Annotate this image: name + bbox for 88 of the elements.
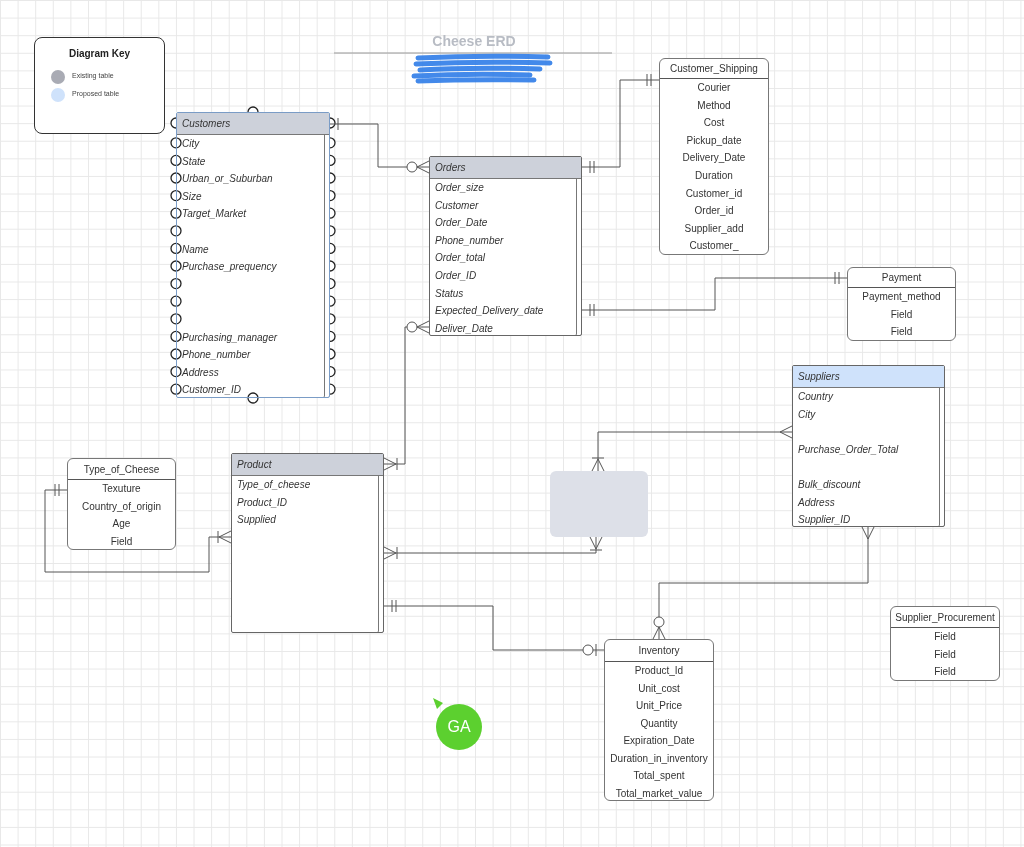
field-name: Field bbox=[109, 534, 134, 549]
field-name: Supplier_ID bbox=[797, 513, 852, 528]
field-name: Total_spent bbox=[632, 769, 686, 783]
table-name: Suppliers bbox=[793, 366, 944, 388]
field-name: Purchasing_manager bbox=[181, 330, 279, 345]
field-name: Product_ID bbox=[236, 495, 289, 510]
field-name: Age bbox=[111, 517, 132, 532]
field-name: Order_ID bbox=[434, 269, 478, 283]
field-name: Status bbox=[434, 286, 465, 301]
relationship-line bbox=[44, 483, 232, 573]
field-name: Order_size bbox=[434, 181, 485, 195]
table-name: Product bbox=[232, 454, 383, 476]
entity-table bbox=[231, 453, 384, 633]
relationship-line bbox=[581, 271, 848, 317]
field-name: Expected_Delivery_date bbox=[434, 304, 545, 319]
field-name: Purchase_prequency bbox=[181, 260, 278, 275]
relationship-line bbox=[383, 320, 430, 471]
relationship-line bbox=[581, 73, 660, 174]
field-name: Order_id bbox=[693, 204, 735, 219]
field-name: City bbox=[181, 137, 201, 151]
field-name: Product_Id bbox=[633, 664, 685, 678]
entity-table bbox=[659, 58, 769, 255]
field-name: Customer_ bbox=[688, 239, 740, 254]
field-name: Order_Date bbox=[434, 216, 489, 231]
field-name: Supplier_add bbox=[683, 221, 745, 236]
field-name: Field bbox=[933, 630, 957, 644]
field-name: Cost bbox=[702, 116, 726, 131]
entity-table bbox=[890, 606, 1000, 681]
field-name: Country_of_origin bbox=[81, 499, 162, 514]
field-name: Phone_number bbox=[181, 348, 252, 363]
field-name: Bulk_discount bbox=[797, 478, 862, 492]
table-name: Type_of_Cheese bbox=[68, 459, 175, 480]
field-name: Delivery_Date bbox=[681, 151, 747, 166]
key-title: Diagram Key bbox=[67, 48, 132, 59]
field-name: Phone_number bbox=[434, 233, 505, 248]
entity-table bbox=[847, 267, 956, 341]
field-name: Method bbox=[696, 98, 732, 113]
field-name: Duration_in_inventory bbox=[609, 751, 709, 766]
field-name: Field bbox=[933, 647, 957, 662]
field-name: Pickup_date bbox=[685, 133, 743, 148]
entity-table bbox=[67, 458, 176, 550]
entity-table bbox=[429, 156, 582, 336]
field-name: Size bbox=[181, 189, 203, 204]
relationship-line bbox=[652, 526, 875, 640]
table-name: Inventory bbox=[605, 640, 713, 662]
relationship-line bbox=[329, 117, 430, 174]
field-name: Courier bbox=[696, 81, 732, 95]
field-name: Duration bbox=[694, 169, 734, 183]
field-name: City bbox=[797, 407, 817, 422]
diagram-title: Cheese ERD bbox=[431, 33, 517, 49]
relationship-line bbox=[383, 536, 603, 560]
field-name: Texuture bbox=[101, 482, 142, 496]
field-name: Address bbox=[180, 365, 220, 380]
field-name: Payment_method bbox=[861, 290, 942, 304]
entity-table bbox=[792, 365, 945, 527]
table-name: Payment bbox=[848, 268, 955, 288]
field-name: Field bbox=[889, 307, 914, 322]
field-name: Customer_ID bbox=[181, 383, 242, 398]
field-name: Purchase_Order_Total bbox=[797, 442, 900, 457]
field-name: Deliver_Date bbox=[434, 321, 494, 336]
field-name: Unit_Price bbox=[634, 699, 684, 713]
user-avatar: GA bbox=[436, 704, 482, 750]
field-name: Expiration_Date bbox=[622, 734, 696, 748]
relationship-line bbox=[591, 425, 793, 472]
field-name: Customer bbox=[434, 198, 480, 213]
field-name: Quantity bbox=[639, 716, 679, 731]
field-name: Address bbox=[796, 495, 836, 510]
table-name: Customer_Shipping bbox=[660, 59, 768, 79]
placeholder-box bbox=[550, 471, 648, 537]
field-name: Total_market_value bbox=[614, 786, 704, 801]
field-name: Supplied bbox=[236, 513, 277, 528]
field-name: Field bbox=[889, 325, 914, 340]
relationship-line bbox=[383, 599, 605, 657]
field-name: Urban_or_Suburban bbox=[181, 172, 274, 187]
field-name: Order_total bbox=[434, 251, 487, 266]
field-name: Unit_cost bbox=[637, 681, 681, 696]
field-name: Field bbox=[933, 665, 957, 680]
table-name: Supplier_Procurement bbox=[891, 607, 999, 628]
field-name: Customer_id bbox=[684, 186, 744, 201]
field-name: Name bbox=[181, 242, 210, 257]
field-name: Country bbox=[797, 390, 835, 404]
entity-table bbox=[604, 639, 714, 801]
diagram-key-panel bbox=[34, 37, 165, 134]
field-name: Target_Market bbox=[181, 207, 248, 222]
table-name: Customers bbox=[177, 113, 329, 135]
field-name: Type_of_cheese bbox=[236, 478, 312, 492]
table-name: Orders bbox=[430, 157, 581, 179]
field-name: State bbox=[181, 154, 207, 169]
